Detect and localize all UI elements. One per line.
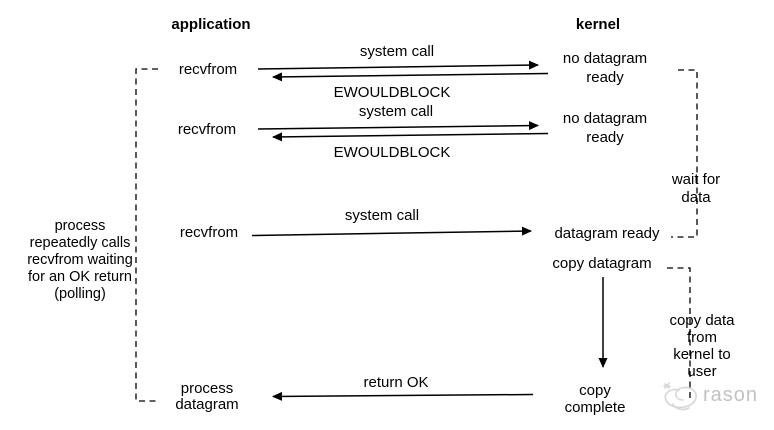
arrow-system-call-3: [251, 226, 532, 237]
system-call-label-2: system call: [358, 103, 434, 120]
system-call-label-3: system call: [344, 207, 420, 224]
wait-for-data-label: wait for data: [671, 171, 721, 206]
polling-note: process repeatedly calls recvfrom waitin…: [27, 218, 133, 302]
recvfrom-label-3: recvfrom: [179, 224, 239, 241]
recvfrom-label-2: recvfrom: [177, 121, 237, 138]
recvfrom-label-1: recvfrom: [178, 61, 238, 78]
process-datagram-label: process datagram: [175, 380, 239, 413]
copy-data-from-kernel-label: copy data from kernel to user: [669, 312, 735, 380]
dashed-bracket-copy-data: [667, 267, 691, 401]
system-call-label-1: system call: [359, 43, 435, 60]
arrow-system-call-1: [257, 60, 539, 70]
ewouldblock-label-2: EWOULDBLOCK: [333, 144, 451, 161]
ewouldblock-label-1: EWOULDBLOCK: [333, 84, 451, 101]
dashed-bracket-process-polling: [135, 68, 158, 402]
copy-datagram-label: copy datagram: [552, 255, 652, 272]
copy-complete-label: copy complete: [564, 382, 626, 416]
datagram-ready-label: datagram ready: [554, 225, 660, 242]
kernel-header: kernel: [575, 16, 621, 33]
watermark-logo-icon: [663, 382, 697, 411]
return-ok-label: return OK: [363, 374, 429, 391]
no-datagram-ready-label-1: no datagram ready: [562, 50, 648, 86]
arrow-return-ok: [272, 391, 534, 401]
arrow-system-call-2: [257, 121, 539, 131]
arrow-ewouldblock-return-1: [272, 72, 549, 82]
watermark-text: rason: [703, 384, 759, 406]
arrow-ewouldblock-return-2: [272, 132, 549, 142]
no-datagram-ready-label-2: no datagram ready: [562, 110, 648, 146]
application-header: application: [171, 16, 251, 33]
